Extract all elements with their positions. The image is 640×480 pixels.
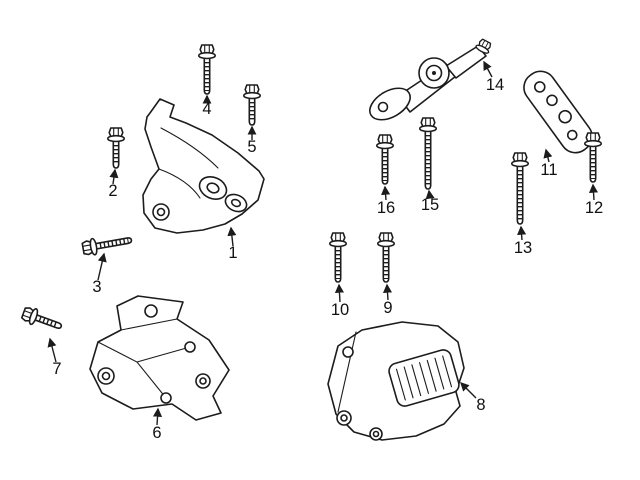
part-engine-torque-mount: [142, 98, 265, 234]
bolt-9: [378, 233, 394, 282]
callout-12: 12: [585, 199, 603, 217]
bolt-13: [512, 153, 528, 224]
bolt-5: [244, 85, 260, 125]
leader-16: [381, 185, 391, 201]
callout-5: 5: [247, 138, 256, 156]
bolt-10: [330, 233, 346, 282]
leader-6: [152, 407, 163, 426]
callout-13: 13: [514, 239, 532, 257]
callout-4: 4: [202, 100, 211, 118]
leader-8: [460, 382, 477, 399]
leader-1: [227, 226, 237, 247]
part-support-plate: [523, 70, 593, 154]
callout-8: 8: [476, 396, 485, 414]
leader-3: [97, 252, 107, 281]
leader-9: [382, 283, 393, 301]
leader-10: [334, 283, 344, 303]
callout-11: 11: [540, 161, 557, 179]
part-engine-mount-bracket: [89, 295, 230, 421]
leader-2: [109, 168, 119, 185]
bolt-7: [21, 305, 64, 334]
callout-3: 3: [92, 278, 101, 296]
leader-12: [588, 183, 599, 201]
leader-15: [425, 189, 435, 200]
leader-14: [483, 60, 493, 78]
bolt-16: [377, 135, 393, 184]
callout-6: 6: [152, 424, 161, 442]
callout-10: 10: [331, 301, 349, 319]
callout-7: 7: [52, 360, 61, 378]
callout-14: 14: [486, 76, 504, 94]
bolt-3: [82, 232, 133, 257]
bolt-15: [420, 118, 436, 189]
part-torque-strut-arm: [369, 37, 494, 121]
leader-7: [47, 337, 57, 363]
callout-2: 2: [108, 182, 117, 200]
callout-1: 1: [228, 244, 237, 262]
callout-15: 15: [421, 196, 439, 214]
callout-9: 9: [383, 299, 392, 317]
callout-16: 16: [377, 199, 395, 217]
bolt-4: [199, 45, 215, 94]
bolt-2: [108, 128, 124, 168]
part-engine-mount: [327, 321, 465, 441]
leader-13: [517, 225, 527, 241]
bolt-12: [585, 133, 601, 182]
leader-11: [543, 148, 553, 163]
